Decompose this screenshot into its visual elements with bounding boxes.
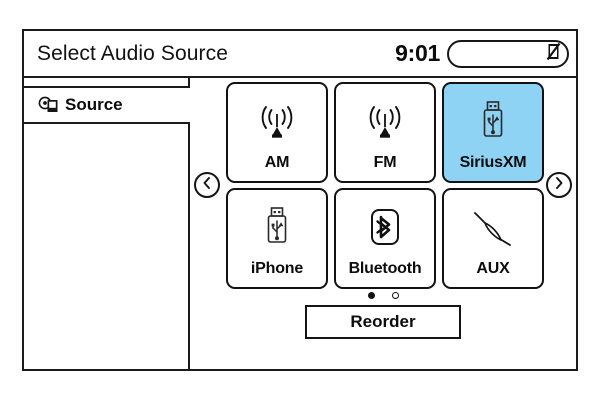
usb-stick-icon: [262, 203, 292, 253]
disc-device-icon: [38, 96, 60, 115]
pager-prev-button[interactable]: [194, 172, 220, 198]
tile-siriusxm[interactable]: SiriusXM: [442, 82, 544, 183]
tile-bluetooth[interactable]: Bluetooth: [334, 188, 436, 289]
no-signal-phone-icon: [546, 41, 561, 67]
title-bar: Select Audio Source 9:01: [24, 31, 576, 78]
infotainment-screen: Select Audio Source 9:01: [22, 29, 578, 371]
tile-label: Bluetooth: [348, 260, 422, 277]
sidebar-item-source[interactable]: Source: [24, 86, 190, 124]
status-pill: [447, 39, 569, 68]
usb-stick-icon: [478, 97, 508, 147]
tile-label: iPhone: [250, 260, 304, 277]
page-dot-2[interactable]: [391, 292, 399, 299]
chevron-right-icon: [553, 176, 565, 195]
bluetooth-icon: [366, 203, 404, 253]
tile-label: SiriusXM: [459, 154, 527, 171]
page-dot-1[interactable]: [367, 292, 375, 299]
chevron-left-icon: [201, 176, 213, 195]
reorder-button[interactable]: Reorder: [305, 305, 461, 339]
radio-tower-icon: [360, 97, 410, 147]
sidebar-item-label: Source: [65, 95, 123, 114]
reorder-button-label: Reorder: [350, 312, 416, 331]
tile-label: FM: [373, 154, 397, 171]
tile-aux[interactable]: AUX: [442, 188, 544, 289]
tile-fm[interactable]: FM: [334, 82, 436, 183]
status-cluster: 9:01: [395, 31, 569, 76]
content-area: Source: [24, 76, 576, 369]
main-panel: AM: [190, 76, 576, 369]
tile-am[interactable]: AM: [226, 82, 328, 183]
page-title: Select Audio Source: [37, 41, 229, 65]
clock-display: 9:01: [395, 40, 440, 66]
sidebar: Source: [24, 76, 190, 369]
page-indicator: [190, 292, 576, 299]
tile-iphone[interactable]: iPhone: [226, 188, 328, 289]
pager-next-button[interactable]: [546, 172, 572, 198]
audio-source-grid: AM: [226, 82, 544, 289]
tile-label: AUX: [476, 260, 510, 277]
tile-label: AM: [264, 154, 290, 171]
aux-cable-plug-icon: [469, 203, 517, 253]
radio-tower-icon: [252, 97, 302, 147]
